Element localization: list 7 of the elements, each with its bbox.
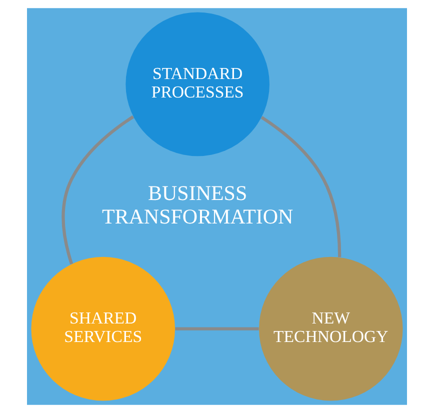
connector bbox=[61, 115, 134, 264]
connector bbox=[174, 327, 258, 330]
label: BUSINESS TRANSFORMATION bbox=[101, 181, 293, 228]
connector bbox=[260, 116, 341, 258]
node-circle: STANDARD PROCESSES bbox=[125, 12, 269, 156]
node-circle: NEW TECHNOLOGY bbox=[258, 256, 402, 401]
node-circle: SHARED SERVICES bbox=[30, 256, 174, 401]
